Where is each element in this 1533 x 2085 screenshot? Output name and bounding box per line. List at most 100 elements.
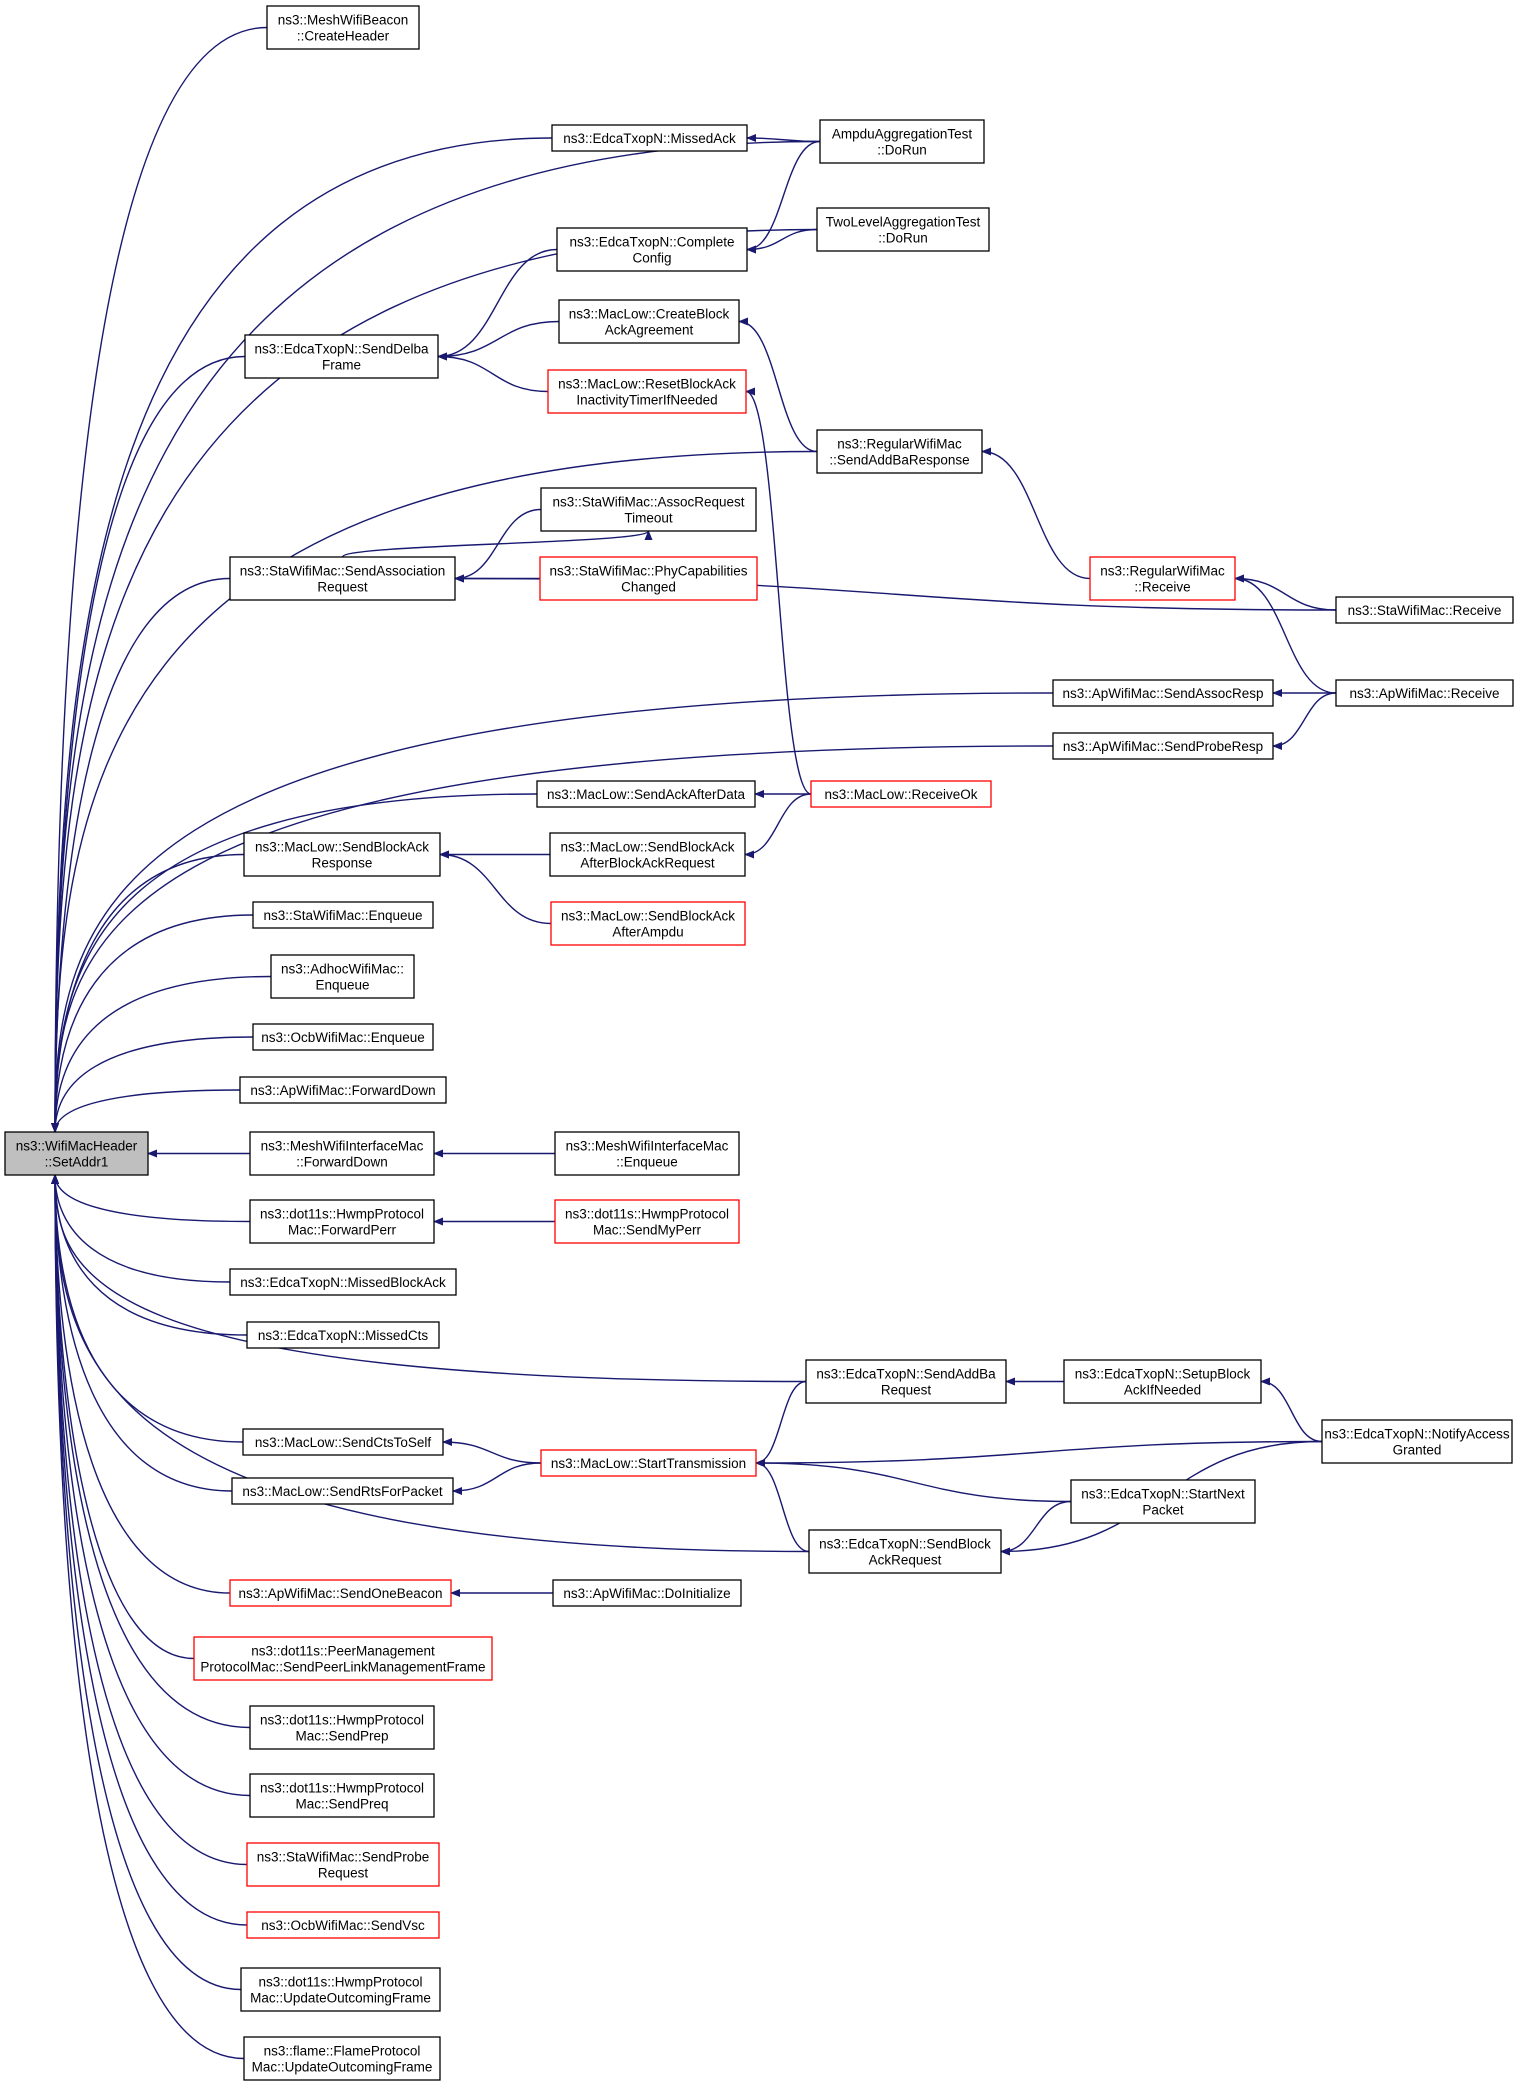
node-box [243, 832, 441, 877]
node-label: ns3::MacLow::SendBlockAck [255, 840, 429, 855]
graph-node-root[interactable]: ns3::WifiMacHeader::SetAddr1 [4, 1131, 149, 1176]
node-label: Request [318, 1866, 369, 1881]
call-edge [437, 352, 549, 393]
node-label: ns3::MacLow::SendBlockAck [560, 840, 734, 855]
graph-node-n48[interactable]: ns3::dot11s::HwmpProtocolMac::UpdateOutc… [240, 1967, 441, 2012]
call-edge [51, 975, 272, 1133]
node-label: ::DoRun [878, 231, 928, 246]
graph-node-n13[interactable]: ns3::RegularWifiMac::Receive [1089, 556, 1236, 601]
node-label: AfterBlockAckRequest [580, 856, 715, 871]
graph-node-n14[interactable]: ns3::StaWifiMac::Receive [1335, 596, 1514, 624]
node-box [270, 954, 415, 999]
graph-node-n31[interactable]: ns3::EdcaTxopN::MissedBlockAck [229, 1268, 457, 1296]
node-box [816, 429, 983, 474]
node-box [1321, 1419, 1513, 1464]
node-box [558, 299, 740, 344]
graph-node-n9[interactable]: ns3::RegularWifiMac::SendAddBaResponse [816, 429, 983, 474]
node-box [540, 1449, 757, 1477]
graph-node-n47[interactable]: ns3::OcbWifiMac::SendVsc [246, 1911, 440, 1939]
call-edge [51, 355, 246, 1133]
node-box [266, 5, 420, 50]
node-box [229, 556, 456, 601]
graph-node-n43[interactable]: ns3::dot11s::PeerManagementProtocolMac::… [193, 1636, 493, 1681]
call-edge [1234, 574, 1337, 694]
node-label: AmpduAggregationTest [832, 127, 973, 142]
graph-node-n28[interactable]: ns3::MeshWifiInterfaceMac::Enqueue [554, 1131, 740, 1176]
graph-node-n26[interactable]: ns3::ApWifiMac::ForwardDown [239, 1076, 447, 1104]
node-label: ns3::dot11s::HwmpProtocol [565, 1207, 729, 1222]
graph-node-n16[interactable]: ns3::ApWifiMac::Receive [1335, 679, 1514, 707]
node-label: ns3::ApWifiMac::SendProbeResp [1063, 739, 1263, 754]
node-box [229, 1268, 457, 1296]
graph-node-n25[interactable]: ns3::OcbWifiMac::Enqueue [252, 1023, 434, 1051]
node-label: ns3::RegularWifiMac [837, 437, 962, 452]
node-label: Response [312, 856, 373, 871]
node-box [540, 487, 757, 532]
node-label: Packet [1142, 1503, 1184, 1518]
call-edge [341, 530, 653, 558]
graph-node-n42[interactable]: ns3::ApWifiMac::DoInitialize [552, 1579, 742, 1607]
node-label: ::SetAddr1 [45, 1155, 109, 1170]
call-edge [755, 1380, 807, 1467]
graph-node-n5[interactable]: TwoLevelAggregationTest::DoRun [816, 207, 990, 252]
graph-node-n8[interactable]: ns3::MacLow::ResetBlockAckInactivityTime… [547, 369, 747, 414]
node-label: ns3::ApWifiMac::Receive [1349, 686, 1499, 701]
call-edge [51, 1174, 810, 1553]
graph-node-n32[interactable]: ns3::EdcaTxopN::MissedCts [246, 1321, 440, 1349]
graph-node-n41[interactable]: ns3::ApWifiMac::SendOneBeacon [229, 1579, 452, 1607]
node-label: Mac::SendPrep [295, 1729, 388, 1744]
graph-node-n21[interactable]: ns3::MacLow::SendBlockAckAfterBlockAckRe… [549, 832, 746, 877]
call-edge [755, 1440, 1323, 1467]
graph-node-n19[interactable]: ns3::MacLow::ReceiveOk [810, 780, 992, 808]
node-label: Mac::ForwardPerr [288, 1223, 397, 1238]
graph-node-n38[interactable]: ns3::MacLow::SendRtsForPacket [231, 1477, 454, 1505]
graph-node-n23[interactable]: ns3::StaWifiMac::Enqueue [252, 901, 434, 929]
node-label: ns3::EdcaTxopN::SendBlock [819, 1537, 991, 1552]
graph-node-n29[interactable]: ns3::dot11s::HwmpProtocolMac::ForwardPer… [249, 1199, 435, 1244]
call-edge [51, 692, 1054, 1133]
node-label: ::CreateHeader [297, 29, 390, 44]
node-label: ns3::StaWifiMac::Enqueue [263, 908, 422, 923]
call-edge [51, 1174, 245, 2060]
call-edge [51, 577, 231, 1133]
node-label: ns3::ApWifiMac::SendOneBeacon [238, 1586, 442, 1601]
graph-node-n17[interactable]: ns3::ApWifiMac::SendProbeResp [1052, 732, 1274, 760]
node-label: ns3::ApWifiMac::ForwardDown [250, 1083, 435, 1098]
graph-node-n3[interactable]: AmpduAggregationTest::DoRun [819, 119, 985, 164]
graph-node-n24[interactable]: ns3::AdhocWifiMac::Enqueue [270, 954, 415, 999]
graph-node-n49[interactable]: ns3::flame::FlameProtocolMac::UpdateOutc… [243, 2036, 441, 2081]
call-edge [746, 134, 821, 143]
graph-node-n15[interactable]: ns3::ApWifiMac::SendAssocResp [1052, 679, 1274, 707]
graph-node-n37[interactable]: ns3::MacLow::StartTransmission [540, 1449, 757, 1477]
node-label: ns3::MacLow::SendRtsForPacket [242, 1484, 443, 1499]
graph-node-n27[interactable]: ns3::MeshWifiInterfaceMac::ForwardDown [249, 1131, 435, 1176]
graph-node-n18[interactable]: ns3::MacLow::SendAckAfterData [536, 780, 756, 808]
node-label: Frame [322, 358, 361, 373]
graph-node-n36[interactable]: ns3::MacLow::SendCtsToSelf [242, 1428, 444, 1456]
graph-node-n2[interactable]: ns3::EdcaTxopN::MissedAck [551, 124, 748, 152]
node-label: ns3::EdcaTxopN::SendAddBa [816, 1367, 996, 1382]
call-edge [51, 914, 254, 1133]
node-label: ns3::MacLow::SendAckAfterData [547, 787, 746, 802]
call-edge [51, 1174, 807, 1383]
graph-node-n1[interactable]: ns3::MeshWifiBeacon::CreateHeader [266, 5, 420, 50]
node-label: ns3::EdcaTxopN::NotifyAccess [1324, 1427, 1510, 1442]
call-edge [1000, 1500, 1072, 1556]
